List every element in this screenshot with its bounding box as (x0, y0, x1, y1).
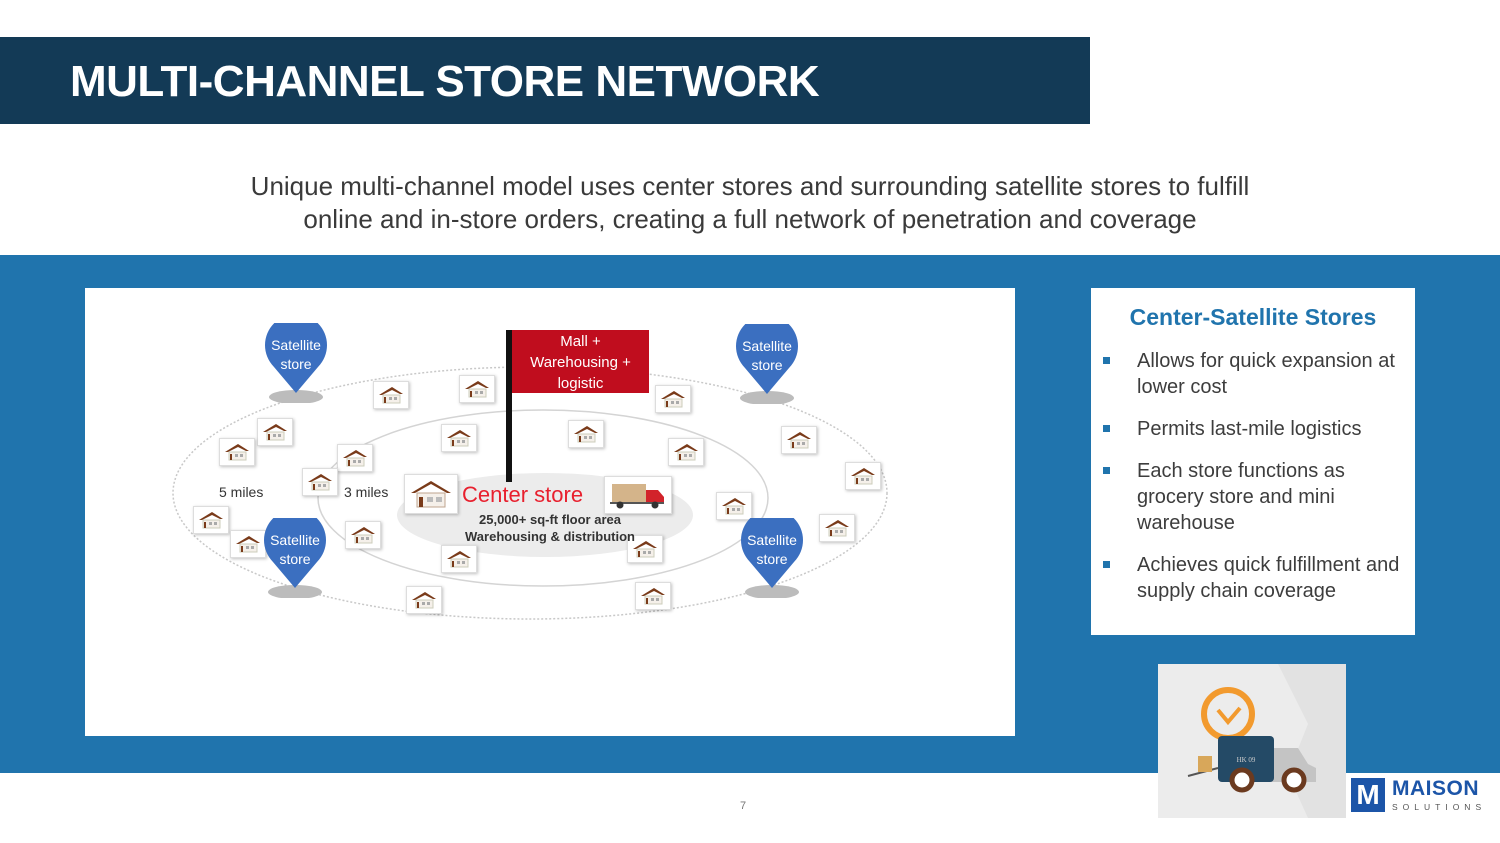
center-store-details: 25,000+ sq-ft floor area Warehousing & d… (440, 511, 660, 545)
map-pin-icon (741, 509, 803, 599)
card-title: Center-Satellite Stores (1129, 304, 1377, 330)
store-house (441, 545, 477, 573)
subtitle-line-1: Unique multi-channel model uses center s… (250, 171, 1250, 201)
outer-ring-5-miles (172, 366, 888, 620)
house-icon (465, 381, 489, 398)
pin-label-line1: Satellite (270, 532, 320, 548)
title-bar: MULTI-CHANNEL STORE NETWORK (0, 37, 1090, 124)
house-icon (379, 387, 403, 404)
bullet-icon (1103, 561, 1110, 568)
house-icon (574, 426, 598, 443)
pin-label-line2: store (279, 551, 311, 567)
house-icon (447, 430, 471, 447)
house-icon (343, 450, 367, 467)
house-icon (851, 468, 875, 485)
house-icon (199, 512, 223, 529)
flag-pole (506, 330, 512, 482)
store-house (635, 582, 671, 610)
delivery-truck-clock-icon: HK 09 (1187, 664, 1346, 818)
store-house (781, 426, 817, 454)
house-icon (412, 592, 436, 609)
store-house (337, 444, 373, 472)
center-function: Warehousing & distribution (465, 529, 635, 544)
house-icon (236, 536, 260, 553)
flag-line-2: Warehousing + (530, 354, 631, 371)
inner-distance-label: 3 miles (344, 484, 389, 500)
inner-ring-3-miles (317, 409, 769, 587)
store-house (441, 424, 477, 452)
store-house (668, 438, 704, 466)
pin-label-line2: store (751, 357, 783, 373)
pin-label-line2: store (756, 551, 788, 567)
map-pin-icon (265, 314, 327, 404)
center-store-house (404, 474, 458, 514)
maison-logo: M MAISON SOLUTIONS (1351, 778, 1486, 812)
store-house (568, 420, 604, 448)
store-house (845, 462, 881, 490)
card-bullet: Allows for quick expansion at lower cost (1103, 348, 1408, 400)
house-icon (308, 474, 332, 491)
mall-flag: Mall + Warehousing + logistic (512, 330, 649, 393)
logo-brand: MAISON (1392, 777, 1479, 800)
store-house (257, 418, 293, 446)
bullet-icon (1103, 425, 1110, 432)
subtitle-line-2: online and in-store orders, creating a f… (303, 204, 1197, 234)
store-house (219, 438, 255, 466)
satellite-pin-bottom-right: Satellite store (740, 509, 804, 599)
flag-line-3: logistic (557, 375, 604, 392)
map-pin-icon (264, 509, 326, 599)
house-icon (633, 541, 657, 558)
flag-line-1: Mall + (560, 333, 601, 350)
store-house (627, 535, 663, 563)
house-icon (787, 432, 811, 449)
house-icon (263, 424, 287, 441)
satellite-pin-top-left: Satellite store (264, 314, 328, 404)
house-icon (722, 498, 746, 515)
store-house (655, 385, 691, 413)
store-house (230, 530, 266, 558)
bullet-icon (1103, 467, 1110, 474)
delivery-truck-box (604, 476, 672, 514)
logo-subtitle: SOLUTIONS (1392, 802, 1487, 812)
card-bullet: Permits last-mile logistics (1103, 416, 1408, 442)
store-house (819, 514, 855, 542)
house-icon (674, 444, 698, 461)
center-floor-area: 25,000+ sq-ft floor area (479, 512, 621, 527)
house-icon (641, 588, 665, 605)
pin-label-line1: Satellite (271, 337, 321, 353)
card-bullet: Each store functions as grocery store an… (1103, 458, 1408, 536)
pin-label-line1: Satellite (742, 338, 792, 354)
truck-icon (610, 484, 664, 509)
store-house (345, 521, 381, 549)
card-bullet-list: Allows for quick expansion at lower cost… (1103, 348, 1408, 620)
truck-plate: HK 09 (1237, 756, 1256, 764)
pin-label-line2: store (280, 356, 312, 372)
slide-subtitle: Unique multi-channel model uses center s… (150, 170, 1350, 236)
house-icon (225, 444, 249, 461)
store-house (716, 492, 752, 520)
house-icon (351, 527, 375, 544)
satellite-pin-bottom-left: Satellite store (263, 509, 327, 599)
slide-title: MULTI-CHANNEL STORE NETWORK (70, 57, 820, 106)
store-house (373, 381, 409, 409)
bullet-icon (1103, 357, 1110, 364)
card-bullet: Achieves quick fulfillment and supply ch… (1103, 552, 1408, 604)
delivery-illustration: HK 09 (1158, 664, 1346, 818)
center-satellite-card: Center-Satellite Stores Allows for quick… (1091, 288, 1415, 635)
center-store-label: Center store (462, 482, 584, 507)
house-icon (447, 551, 471, 568)
logo-mark: M (1351, 778, 1385, 812)
store-house (193, 506, 229, 534)
store-house (406, 586, 442, 614)
pin-label-line1: Satellite (747, 532, 797, 548)
house-icon (661, 391, 685, 408)
house-icon (411, 481, 451, 508)
satellite-pin-top-right: Satellite store (735, 315, 799, 405)
map-pin-icon (736, 315, 798, 405)
store-house (459, 375, 495, 403)
page-number: 7 (740, 800, 747, 812)
house-icon (825, 520, 849, 537)
outer-distance-label: 5 miles (219, 484, 264, 500)
store-house (302, 468, 338, 496)
